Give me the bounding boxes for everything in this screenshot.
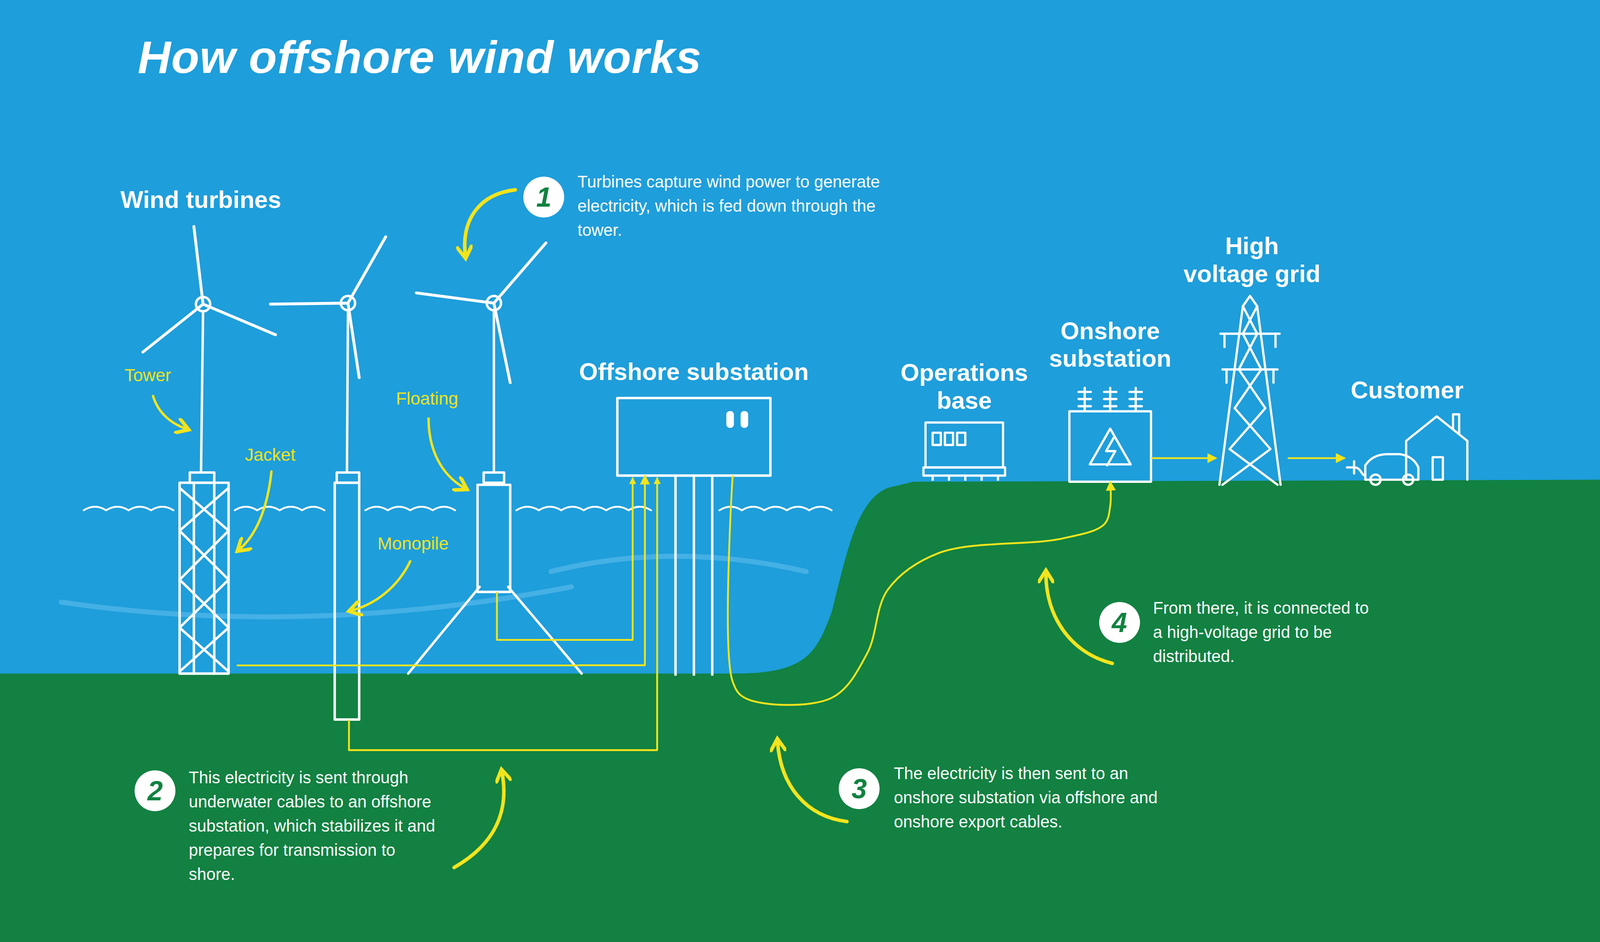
wind-turbine-floating xyxy=(477,485,510,593)
customer-car-house xyxy=(1402,474,1413,485)
operations-base-building xyxy=(923,467,1005,476)
pointer-arrows xyxy=(152,395,186,429)
callout-number: 4 xyxy=(1099,602,1140,643)
wind-turbine-floating xyxy=(416,242,546,383)
callout-text: The electricity is then sent to an onsho… xyxy=(893,761,1162,834)
wind-turbine-floating xyxy=(408,242,582,674)
offshore-substation-structure xyxy=(727,412,733,427)
callout-text: Turbines capture wind power to generate … xyxy=(577,169,920,243)
onshore-substation-building xyxy=(1106,436,1116,466)
pointer-arrows xyxy=(454,772,504,868)
inter-array-cable xyxy=(497,477,633,640)
customer-car-house xyxy=(1347,461,1366,476)
component-node: Wind turbines xyxy=(114,185,579,727)
part-label: Jacket xyxy=(245,445,296,465)
callout-text: From there, it is connected to a high-vo… xyxy=(1152,595,1380,669)
underwater-swell xyxy=(550,556,806,572)
wind-turbine-floating xyxy=(486,295,501,310)
operations-base-building xyxy=(945,432,954,445)
component-node: Operations base xyxy=(923,420,1005,480)
operations-base-building xyxy=(925,422,1003,468)
offshore-substation-structure xyxy=(617,397,771,476)
wind-turbine-floating xyxy=(483,472,505,483)
inter-array-cable xyxy=(349,477,658,750)
part-label: Tower xyxy=(124,365,172,386)
wind-turbine-jacket xyxy=(179,487,229,672)
onshore-substation-building xyxy=(1069,411,1152,482)
wind-turbine-jacket xyxy=(195,297,210,312)
pointer-arrows xyxy=(777,742,848,822)
callout-text: This electricity is sent through underwa… xyxy=(188,765,444,887)
part-label: Floating xyxy=(395,388,458,409)
wind-turbine-jacket xyxy=(190,472,215,483)
wind-turbine-monopile xyxy=(270,236,386,378)
callout-number: 1 xyxy=(523,176,565,218)
wind-turbine-monopile xyxy=(270,236,386,720)
operations-base-building xyxy=(932,475,998,481)
component-node: Customer xyxy=(1345,412,1470,482)
transmission-pylon xyxy=(1220,333,1280,383)
node-heading: Customer xyxy=(1350,376,1464,405)
pointer-arrows xyxy=(428,418,465,488)
wind-turbine-monopile xyxy=(340,295,355,310)
customer-car-house xyxy=(1406,414,1468,480)
cable-connector xyxy=(1150,457,1217,459)
node-heading: Offshore substation xyxy=(579,357,809,386)
wind-turbine-jacket xyxy=(200,311,203,473)
wind-turbine-jacket xyxy=(179,482,229,674)
onshore-substation-building xyxy=(1069,387,1152,482)
component-node: High voltage grid xyxy=(1216,297,1288,484)
callout-number: 3 xyxy=(838,768,880,810)
part-label: Monopile xyxy=(377,533,449,554)
callout-number: 2 xyxy=(134,770,176,812)
transmission-pylon xyxy=(1229,306,1278,485)
pointer-arrows xyxy=(464,190,515,256)
offshore-substation-structure xyxy=(675,475,713,676)
node-heading: High voltage grid xyxy=(1181,232,1323,288)
transmission-pylon xyxy=(1219,295,1281,485)
transmission-pylon xyxy=(1222,306,1271,485)
wind-turbine-jacket xyxy=(193,482,215,674)
wind-turbine-jacket xyxy=(179,487,229,672)
offshore-substation-structure xyxy=(617,397,771,676)
wind-turbine-monopile xyxy=(347,311,348,473)
customer-car-house xyxy=(1347,414,1468,485)
pointer-arrows xyxy=(240,471,272,550)
cable-connector xyxy=(727,475,1111,705)
cable-connector xyxy=(1287,457,1345,459)
sea-waves xyxy=(83,506,832,511)
wind-turbine-jacket xyxy=(142,226,276,353)
inter-array-cable xyxy=(236,664,579,667)
component-node: Offshore substation xyxy=(617,397,771,476)
operations-base-building xyxy=(923,422,1005,481)
node-heading: Wind turbines xyxy=(120,185,282,214)
node-heading: Operations base xyxy=(900,358,1028,415)
node-heading: Onshore substation xyxy=(1049,317,1172,373)
wind-turbine-monopile xyxy=(334,482,360,720)
operations-base-building xyxy=(957,432,966,445)
onshore-substation-building xyxy=(1078,392,1143,407)
diagram-title: How offshore wind works xyxy=(137,30,702,84)
component-node: Onshore substation xyxy=(1069,411,1152,482)
wind-turbine-monopile xyxy=(336,472,360,483)
operations-base-building xyxy=(932,432,941,445)
inter-array-cable xyxy=(236,477,658,750)
customer-car-house xyxy=(1370,474,1381,485)
wind-turbine-floating xyxy=(408,587,582,674)
pointer-arrows xyxy=(352,561,411,611)
sea-waves xyxy=(83,506,832,511)
customer-car-house xyxy=(1432,457,1443,480)
cable-connector xyxy=(578,475,645,666)
offshore-substation-structure xyxy=(741,412,747,427)
transmission-pylon xyxy=(1219,295,1281,485)
wind-turbine-floating xyxy=(492,311,495,473)
